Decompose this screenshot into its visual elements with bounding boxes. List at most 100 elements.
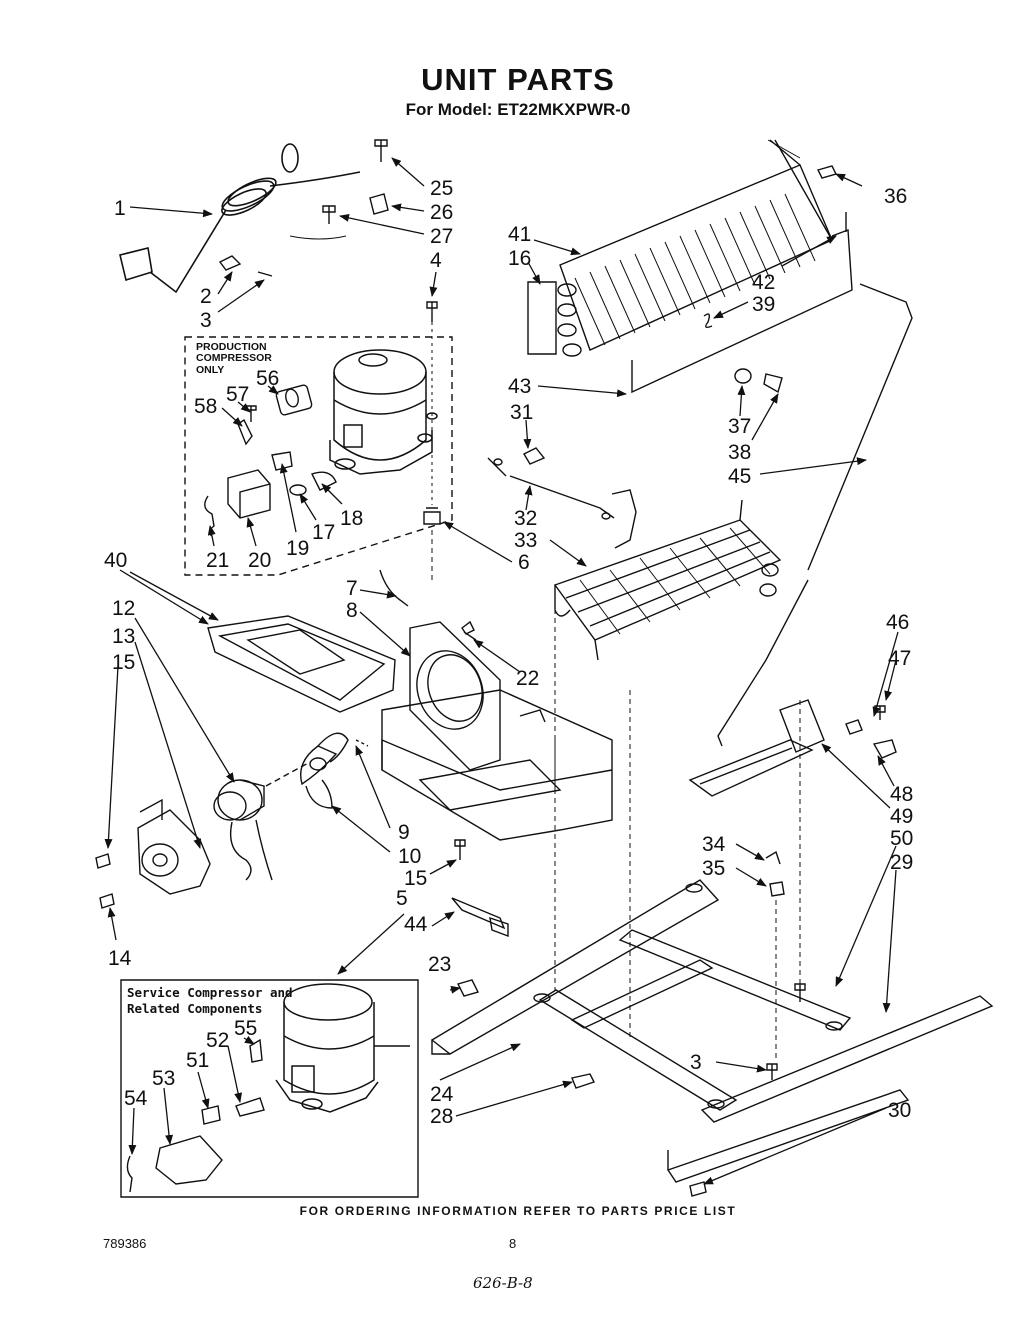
- callout-37: 37: [728, 415, 752, 438]
- callout-9: 9: [398, 821, 410, 844]
- callout-40: 40: [104, 549, 128, 572]
- page-number: 8: [509, 1236, 517, 1251]
- clip-35: [770, 882, 784, 896]
- grommet-23: [458, 980, 478, 996]
- callout-7: 7: [346, 577, 358, 600]
- callout-12: 12: [112, 597, 136, 620]
- callout-53: 53: [152, 1067, 176, 1090]
- callout-30: 30: [888, 1099, 912, 1122]
- clip-54: [127, 1156, 132, 1192]
- callout-3: 3: [200, 309, 212, 332]
- callout-14: 14: [108, 947, 132, 970]
- screw-57: [246, 406, 256, 422]
- condenser-coil: [528, 140, 832, 356]
- fan-blade-10: [301, 733, 348, 808]
- fan-shroud-8: [406, 622, 500, 770]
- part-55: [250, 1040, 262, 1062]
- fan-bracket: [382, 690, 612, 840]
- callout-38: 38: [728, 441, 752, 464]
- callout-52: 52: [206, 1029, 230, 1052]
- drain-pan-40: [208, 616, 395, 712]
- cover-18: [312, 472, 336, 490]
- overload-20: [228, 470, 270, 518]
- screw-27: [323, 206, 335, 224]
- callout-10: 10: [398, 845, 422, 868]
- callout-44: 44: [404, 913, 428, 936]
- capillary-45: [718, 284, 912, 746]
- callout-2: 2: [200, 285, 212, 308]
- service-compressor-label: Service Compressor and Related Component…: [127, 985, 293, 1016]
- callout-48: 48: [890, 783, 914, 806]
- screw-15a: [96, 854, 110, 868]
- callout-4: 4: [430, 249, 442, 272]
- screw-25: [375, 140, 387, 162]
- part-51: [202, 1106, 220, 1124]
- callout-3-bottom: 3: [690, 1051, 702, 1074]
- callout-41: 41: [508, 223, 532, 246]
- callout-5: 5: [396, 887, 408, 910]
- callout-34: 34: [702, 833, 726, 856]
- callout-20: 20: [248, 549, 272, 572]
- ordering-note: FOR ORDERING INFORMATION REFER TO PARTS …: [299, 1204, 737, 1218]
- model-subtitle: For Model: ET22MKXPWR-0: [405, 100, 631, 119]
- callout-17: 17: [312, 521, 336, 544]
- callout-15-left: 15: [112, 651, 136, 674]
- callout-22: 22: [516, 667, 540, 690]
- callout-55: 55: [234, 1017, 258, 1040]
- stud-4: [427, 302, 437, 322]
- part-52: [236, 1098, 264, 1116]
- production-compressor-label: PRODUCTION COMPRESSOR ONLY: [196, 341, 272, 376]
- callout-6: 6: [518, 551, 530, 574]
- callout-51: 51: [186, 1049, 210, 1072]
- callout-58: 58: [194, 395, 218, 418]
- callout-13: 13: [112, 625, 136, 648]
- tube-42: [632, 230, 852, 392]
- clip-28: [572, 1074, 594, 1088]
- clip-7: [380, 570, 408, 606]
- callout-8: 8: [346, 599, 358, 622]
- callout-57: 57: [226, 383, 250, 406]
- callout-46: 46: [886, 611, 910, 634]
- clip-21: [205, 496, 214, 536]
- bracket-38: [764, 374, 782, 392]
- screw-3: [258, 272, 272, 276]
- callout-16: 16: [508, 247, 532, 270]
- callout-27: 27: [430, 225, 454, 248]
- tube-46: [846, 720, 862, 734]
- callout-42: 42: [752, 271, 776, 294]
- power-cord: [120, 144, 360, 292]
- callout-26: 26: [430, 201, 454, 224]
- callout-19: 19: [286, 537, 310, 560]
- callout-50: 50: [890, 827, 914, 850]
- screw-29: [795, 984, 805, 1002]
- cable-tie-44: [452, 898, 504, 928]
- callout-47: 47: [888, 647, 912, 670]
- clip-48: [874, 740, 896, 758]
- screw-15b: [455, 840, 465, 860]
- document-number: 789386: [103, 1236, 147, 1251]
- callout-56: 56: [256, 367, 280, 390]
- drain-49b: [780, 700, 824, 752]
- screw-30: [690, 1182, 706, 1196]
- production-compressor: [330, 350, 437, 474]
- grommet-6: [424, 508, 440, 524]
- callout-23: 23: [428, 953, 452, 976]
- callout-49: 49: [890, 805, 914, 828]
- screw-14: [100, 894, 114, 908]
- cover-53: [156, 1136, 222, 1184]
- rail-30: [668, 1090, 908, 1182]
- callout-21: 21: [206, 549, 230, 572]
- callout-33: 33: [514, 529, 538, 552]
- motor-bracket-13: [138, 800, 210, 894]
- callout-25: 25: [430, 177, 454, 200]
- cradle-frame-24: [432, 880, 850, 1110]
- callout-24: 24: [430, 1083, 454, 1106]
- clip-31: [524, 448, 544, 464]
- screw-22: [462, 622, 476, 640]
- evaporator-coil: [555, 490, 780, 660]
- service-compressor-box: [121, 980, 418, 1197]
- relay-19: [272, 452, 292, 470]
- callout-45: 45: [728, 465, 752, 488]
